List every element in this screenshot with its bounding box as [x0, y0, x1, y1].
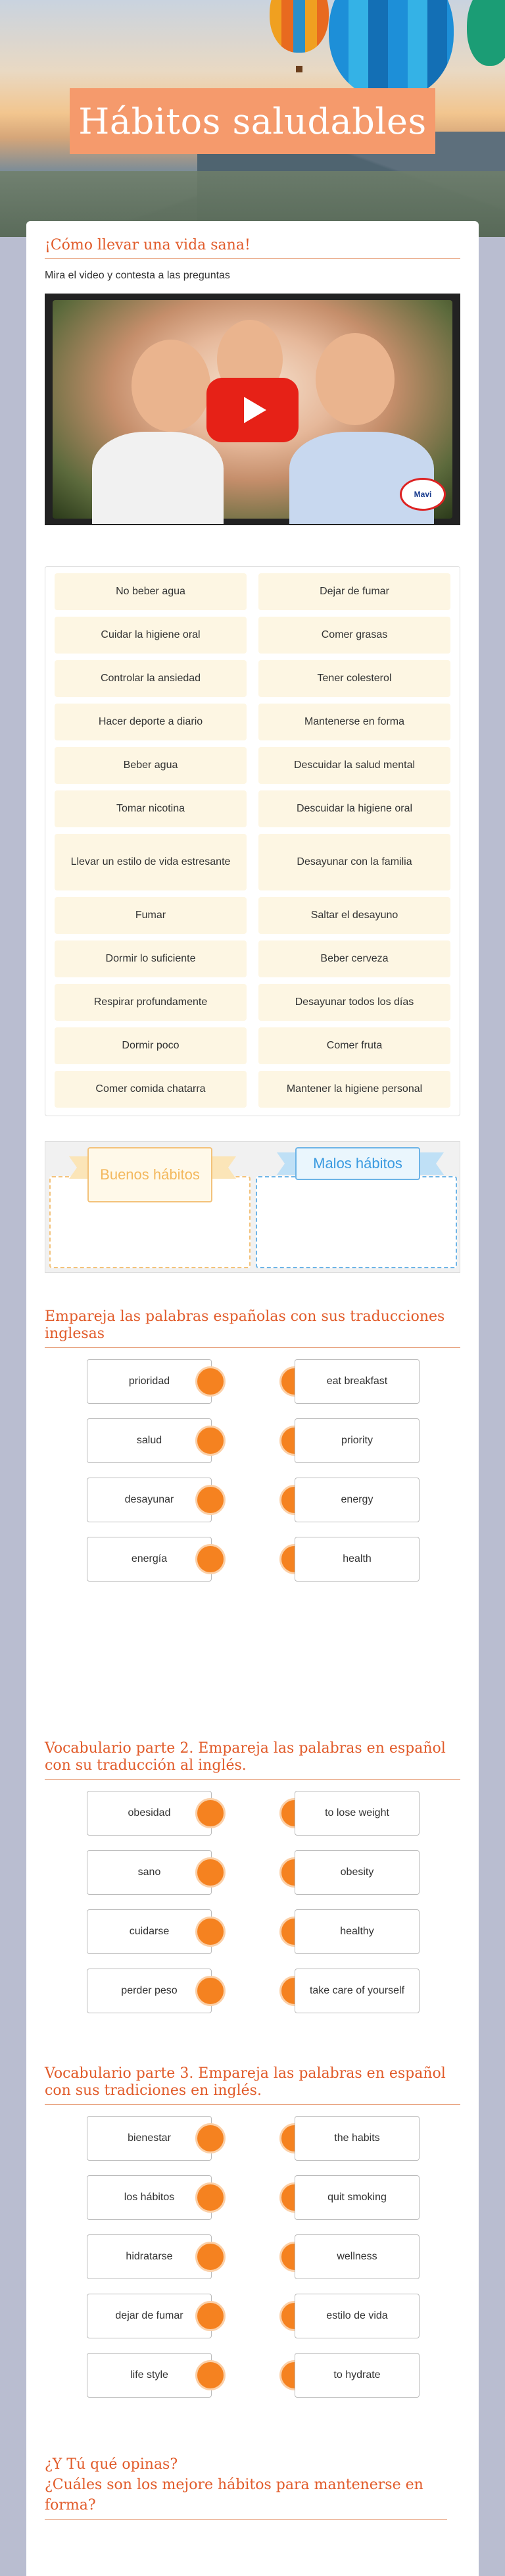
- match1-heading: Empareja las palabras españolas con sus …: [45, 1308, 460, 1348]
- match-connector-dot[interactable]: [195, 1798, 226, 1828]
- match-term-spanish[interactable]: los hábitos: [87, 2175, 212, 2220]
- habit-chip[interactable]: Comer fruta: [258, 1027, 450, 1064]
- match-term-spanish[interactable]: life style: [87, 2353, 212, 2398]
- page-title: Hábitos saludables: [78, 100, 427, 142]
- match-term-spanish[interactable]: desayunar: [87, 1478, 212, 1522]
- match-term-english[interactable]: take care of yourself: [295, 1969, 420, 2013]
- habit-chip[interactable]: Llevar un estilo de vida estresante: [55, 834, 247, 890]
- match-term-spanish[interactable]: energía: [87, 1537, 212, 1582]
- match3-heading: Vocabulario parte 3. Empareja las palabr…: [45, 2065, 460, 2105]
- person-image: [92, 432, 224, 524]
- ribbon-tail: [418, 1152, 444, 1175]
- hot-air-balloon-image: [329, 0, 454, 99]
- match-term-spanish[interactable]: prioridad: [87, 1359, 212, 1404]
- habit-chip[interactable]: Desayunar todos los días: [258, 984, 450, 1021]
- habit-chip[interactable]: Descuidar la higiene oral: [258, 790, 450, 827]
- hot-air-balloon-image: [467, 0, 505, 66]
- match-term-spanish[interactable]: obesidad: [87, 1791, 212, 1836]
- habit-chip[interactable]: Dormir lo suficiente: [55, 940, 247, 977]
- habit-chip[interactable]: Descuidar la salud mental: [258, 747, 450, 784]
- play-icon: [244, 397, 266, 423]
- match-term-spanish[interactable]: hidratarse: [87, 2234, 212, 2279]
- intro-instruction: Mira el video y contesta a las preguntas: [45, 270, 230, 281]
- habit-chip[interactable]: Tomar nicotina: [55, 790, 247, 827]
- video-player[interactable]: Mavi: [45, 294, 460, 525]
- match-term-english[interactable]: energy: [295, 1478, 420, 1522]
- match-term-english[interactable]: estilo de vida: [295, 2294, 420, 2338]
- content-card: ¡Cómo llevar una vida sana! Mira el vide…: [26, 221, 479, 2576]
- match-connector-dot[interactable]: [195, 2242, 226, 2272]
- habit-chip[interactable]: Beber agua: [55, 747, 247, 784]
- match-term-spanish[interactable]: cuidarse: [87, 1909, 212, 1954]
- match-connector-dot[interactable]: [195, 1426, 226, 1456]
- habit-chip[interactable]: Cuidar la higiene oral: [55, 617, 247, 654]
- match-connector-dot[interactable]: [195, 2360, 226, 2390]
- habit-chip[interactable]: No beber agua: [55, 573, 247, 610]
- match-term-english[interactable]: priority: [295, 1418, 420, 1463]
- habit-chip[interactable]: Saltar el desayuno: [258, 897, 450, 934]
- play-button[interactable]: [206, 378, 299, 442]
- ribbon-tail: [210, 1156, 236, 1179]
- match-term-english[interactable]: wellness: [295, 2234, 420, 2279]
- habit-chip[interactable]: Controlar la ansiedad: [55, 660, 247, 697]
- intro-heading: ¡Cómo llevar una vida sana!: [45, 237, 460, 259]
- habit-chip[interactable]: Dormir poco: [55, 1027, 247, 1064]
- match-term-english[interactable]: the habits: [295, 2116, 420, 2161]
- person-image: [289, 432, 434, 524]
- habit-chip[interactable]: Tener colesterol: [258, 660, 450, 697]
- match-connector-dot[interactable]: [195, 1917, 226, 1947]
- match-connector-dot[interactable]: [195, 2123, 226, 2153]
- match-connector-dot[interactable]: [195, 2182, 226, 2213]
- match-connector-dot[interactable]: [195, 1366, 226, 1397]
- match-connector-dot[interactable]: [195, 1485, 226, 1515]
- match-term-english[interactable]: eat breakfast: [295, 1359, 420, 1404]
- match-term-english[interactable]: quit smoking: [295, 2175, 420, 2220]
- habit-chip[interactable]: Respirar profundamente: [55, 984, 247, 1021]
- person-image: [132, 340, 210, 432]
- match-term-spanish[interactable]: perder peso: [87, 1969, 212, 2013]
- match-term-english[interactable]: health: [295, 1537, 420, 1582]
- habit-chip[interactable]: Fumar: [55, 897, 247, 934]
- bad-habits-label: Malos hábitos: [295, 1147, 420, 1180]
- page-title-box: Hábitos saludables: [70, 88, 435, 154]
- bad-habits-dropzone[interactable]: [256, 1176, 457, 1268]
- channel-logo: Mavi: [400, 478, 446, 511]
- habit-chip[interactable]: Beber cerveza: [258, 940, 450, 977]
- match-term-english[interactable]: healthy: [295, 1909, 420, 1954]
- habit-chip[interactable]: Comer grasas: [258, 617, 450, 654]
- good-habits-label: Buenos hábitos: [87, 1147, 212, 1202]
- habit-chip[interactable]: Hacer deporte a diario: [55, 704, 247, 740]
- closing-line-1: ¿Y Tú qué opinas?: [45, 2456, 178, 2473]
- balloon-basket: [296, 66, 302, 72]
- match-connector-dot[interactable]: [195, 2301, 226, 2331]
- match-connector-dot[interactable]: [195, 1857, 226, 1888]
- match-connector-dot[interactable]: [195, 1544, 226, 1574]
- match-term-spanish[interactable]: dejar de fumar: [87, 2294, 212, 2338]
- closing-line-2: ¿Cuáles son los mejore hábitos para mant…: [45, 2476, 423, 2513]
- match-term-english[interactable]: obesity: [295, 1850, 420, 1895]
- match-term-spanish[interactable]: salud: [87, 1418, 212, 1463]
- closing-question: ¿Y Tú qué opinas? ¿Cuáles son los mejore…: [45, 2455, 447, 2521]
- match-term-english[interactable]: to hydrate: [295, 2353, 420, 2398]
- hot-air-balloon-image: [270, 0, 329, 53]
- habit-chip[interactable]: Comer comida chatarra: [55, 1071, 247, 1108]
- sort-activity: Buenos hábitos Malos hábitos: [45, 1141, 460, 1273]
- habit-chip[interactable]: Dejar de fumar: [258, 573, 450, 610]
- habit-chip[interactable]: Desayunar con la familia: [258, 834, 450, 890]
- match-term-spanish[interactable]: bienestar: [87, 2116, 212, 2161]
- habit-chip[interactable]: Mantenerse en forma: [258, 704, 450, 740]
- match2-heading: Vocabulario parte 2. Empareja las palabr…: [45, 1740, 460, 1780]
- match-term-english[interactable]: to lose weight: [295, 1791, 420, 1836]
- match-term-spanish[interactable]: sano: [87, 1850, 212, 1895]
- match-connector-dot[interactable]: [195, 1976, 226, 2006]
- habit-chip[interactable]: Mantener la higiene personal: [258, 1071, 450, 1108]
- person-image: [316, 333, 395, 425]
